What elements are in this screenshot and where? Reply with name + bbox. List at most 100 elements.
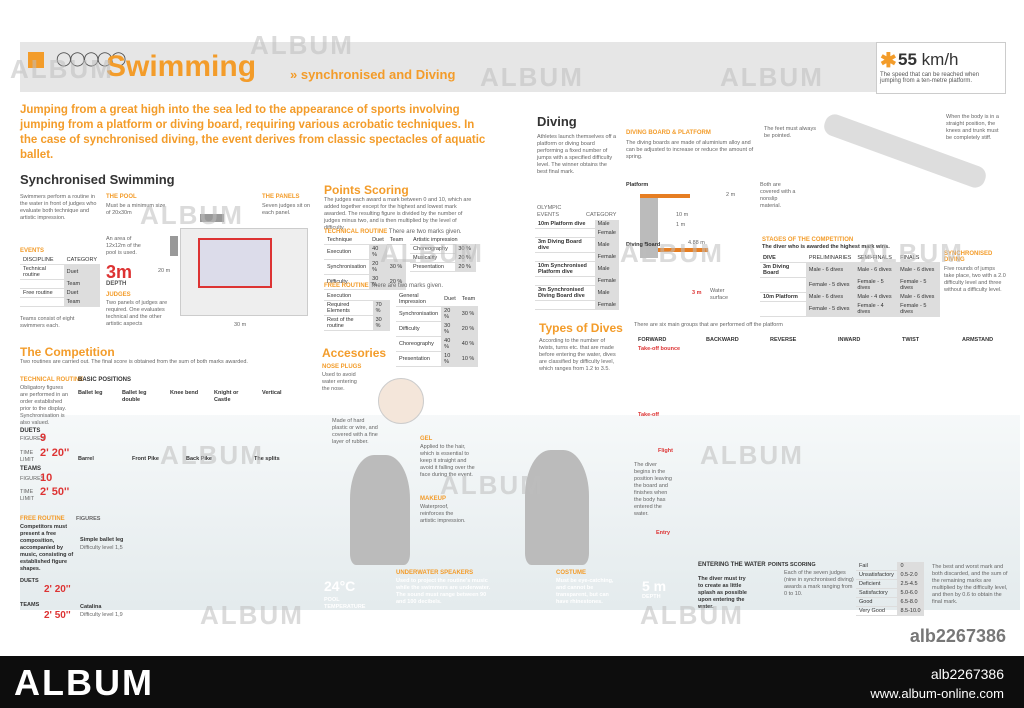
position-ballet-leg-double: Ballet leg double xyxy=(122,390,147,403)
figures-col-label: FIGURES xyxy=(76,516,101,522)
position-barrel: Barrel xyxy=(78,456,94,462)
water-band xyxy=(20,415,1020,610)
judges-text: Two panels of judges are required. One e… xyxy=(106,300,168,327)
judges-label: JUDGES xyxy=(106,292,131,298)
types-title: Types of Dives xyxy=(539,321,623,335)
speed-box xyxy=(876,42,1006,94)
dim-1m: 1 m xyxy=(676,222,686,228)
makeup-label: MAKEUP xyxy=(420,496,447,502)
panels-label: THE PANELS xyxy=(262,194,300,200)
duets-time-label: TIME LIMIT xyxy=(20,450,35,463)
depth-label: DEPTH xyxy=(106,281,127,287)
duets-label: DUETS xyxy=(20,428,41,434)
nose-plug-icon xyxy=(378,378,424,424)
platform-bar-10m xyxy=(640,194,690,198)
comp-free-text: Competitors must present a free composit… xyxy=(20,524,74,572)
dive-groups: FORWARD BACKWARD REVERSE INWARD TWIST AR… xyxy=(632,337,1002,550)
infographic-sheet: ◯◯◯◯◯ Swimming » synchronised and Diving… xyxy=(10,30,1020,646)
position-ballet-leg: Ballet leg xyxy=(78,390,103,396)
free-teams-label: TEAMS xyxy=(20,602,40,608)
judges-panel-side-icon xyxy=(170,236,178,256)
competition-text: Two routines are carried out. The final … xyxy=(20,359,248,365)
events-label: EVENTS xyxy=(20,248,45,254)
sync-title: Synchronised Swimming xyxy=(20,172,175,187)
watermark: ALBUM xyxy=(140,200,244,230)
position-knight: Knight or Castle xyxy=(214,390,239,403)
pool-text: Must be a minimum size of 20x30m xyxy=(106,203,166,216)
board-platform-label: DIVING BOARD & PLATFORM xyxy=(626,130,711,136)
costume-text: Must be eye-catching, and cannot be tran… xyxy=(556,578,614,605)
group-inward: INWARD xyxy=(838,337,861,343)
watermark: ALBUM xyxy=(620,238,724,268)
dim-10m: 10 m xyxy=(676,212,689,218)
teams-time-label: TIME LIMIT xyxy=(20,489,35,502)
dim-3m: 3 m xyxy=(692,290,702,296)
olympic-rings-icon: ◯◯◯◯◯ xyxy=(56,50,126,66)
group-armstand: ARMSTAND xyxy=(962,337,994,343)
dim-30: 30 m xyxy=(234,322,247,328)
diving-title: Diving xyxy=(537,114,577,129)
duets-figures: 9 xyxy=(40,432,47,444)
teams-time: 2' 50'' xyxy=(40,486,70,498)
watermark: ALBUM xyxy=(160,440,264,470)
platform-tower xyxy=(640,198,658,258)
diving-events-head-2: CATEGORY xyxy=(586,212,617,218)
points-text: Each of the seven judges (nine in synchr… xyxy=(784,570,854,597)
watermark: ALBUM xyxy=(250,30,354,60)
teams-text: Teams consist of eight swimmers each. xyxy=(20,316,75,329)
pool-temperature: 24°C xyxy=(324,578,356,594)
diving-depth: 5 m xyxy=(642,578,667,594)
position-back-pike: Back Pike xyxy=(186,456,212,462)
feet-note: The feet must always be pointed. xyxy=(764,126,816,139)
duets-time: 2' 20'' xyxy=(40,447,70,459)
takeoff-label: Take-off xyxy=(638,412,659,418)
body-note: When the body is in a straight position,… xyxy=(946,114,999,141)
intro-text: Jumping from a great high into the sea l… xyxy=(20,104,486,161)
nose-plugs-text: Used to avoid water entering the nose. xyxy=(322,372,357,392)
swimmer-figure-right xyxy=(525,450,589,565)
diving-text: Athletes launch themselves off a platfor… xyxy=(537,134,617,175)
platform-label: Platform xyxy=(626,182,649,188)
entry-label: Entry xyxy=(656,530,671,536)
footer-id: alb2267386 xyxy=(930,666,1004,682)
page-subtitle: » synchronised and Diving xyxy=(290,67,456,82)
group-forward: FORWARD xyxy=(638,337,667,343)
teams-label: TEAMS xyxy=(20,466,41,472)
footer-bar xyxy=(0,656,1024,708)
flight-text: The diver begins in the position leaving… xyxy=(634,462,672,517)
judges-panel-icon xyxy=(200,214,224,222)
depth-value: 3m xyxy=(106,262,133,282)
pool-temperature-label: POOL TEMPERATURE xyxy=(324,597,366,610)
fig2-difficulty: Difficulty level 1,9 xyxy=(80,612,123,618)
watermark: ALBUM xyxy=(700,440,804,470)
dim-4-88m: 4.88 m xyxy=(688,240,705,246)
panels-text: Seven judges sit on each panel. xyxy=(262,203,311,216)
comp-free-label: FREE ROUTINE xyxy=(20,516,65,522)
sync-desc: Swimmers perform a routine in the water … xyxy=(20,194,97,221)
position-vertical: Vertical xyxy=(262,390,282,396)
fig1-difficulty: Difficulty level 1,5 xyxy=(80,545,123,551)
position-splits: The splits xyxy=(254,456,280,462)
dim-20: 20 m xyxy=(158,268,171,274)
accessories-title: Accesories xyxy=(322,346,387,360)
group-backward: BACKWARD xyxy=(706,337,739,343)
pool-label: THE POOL xyxy=(106,194,137,200)
costume-label: COSTUME xyxy=(556,570,586,576)
diving-board-bar xyxy=(640,248,708,252)
asterisk-icon: ✱ xyxy=(880,50,897,72)
sync-diving-text: Five rounds of jumps take place, two wit… xyxy=(944,266,1006,293)
sync-diving-label: SYNCHRONISED DIVING xyxy=(944,251,993,263)
stages-title: STAGES OF THE COMPETITION xyxy=(762,237,854,243)
group-reverse: REVERSE xyxy=(770,337,797,343)
teams-figures: 10 xyxy=(40,472,53,484)
duets-figures-label: FIGURES xyxy=(20,436,45,442)
footer-url[interactable]: www.album-online.com xyxy=(870,686,1004,701)
flight-label: Flight xyxy=(658,448,673,454)
gel-text: Applied to the hair, which is essential … xyxy=(420,444,475,478)
diving-board-label: Diving Board xyxy=(626,242,661,248)
